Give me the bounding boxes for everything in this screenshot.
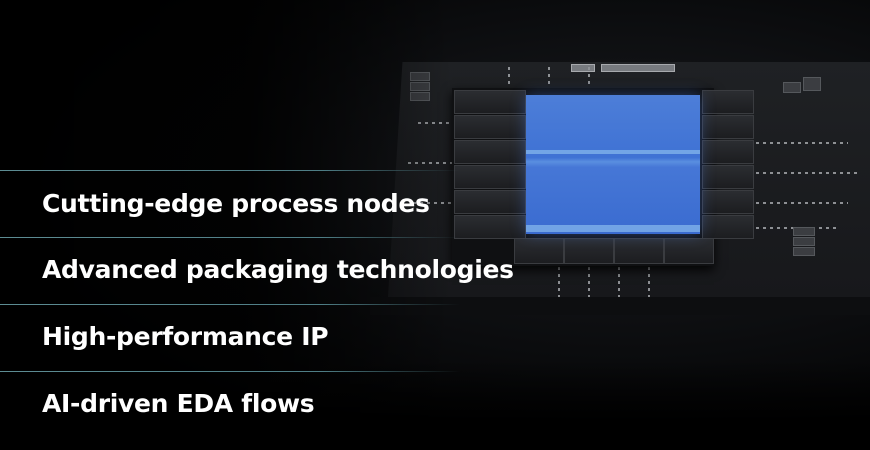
feature-item-packaging: Advanced packaging technologies — [42, 255, 514, 284]
bottom-shade-overlay — [0, 360, 870, 450]
divider — [0, 170, 460, 171]
divider — [0, 304, 460, 305]
feature-item-process-nodes: Cutting-edge process nodes — [42, 189, 430, 218]
divider — [0, 371, 460, 372]
feature-item-eda: AI-driven EDA flows — [42, 389, 315, 418]
divider — [0, 237, 460, 238]
feature-item-ip: High-performance IP — [42, 322, 329, 351]
